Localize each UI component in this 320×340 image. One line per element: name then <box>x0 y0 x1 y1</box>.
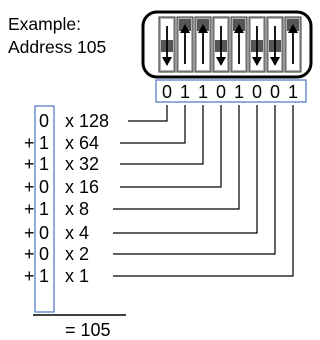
term-sign: + <box>24 133 35 153</box>
term-multiplier: x 1 <box>65 266 89 286</box>
term-multiplier: x 2 <box>65 244 89 264</box>
caption-line-1: Example: <box>8 14 81 34</box>
term-multiplier: x 32 <box>65 154 99 174</box>
dip-switch-slot <box>248 16 266 73</box>
arrow-up-icon <box>234 24 244 33</box>
term-multiplier: x 8 <box>65 199 89 219</box>
term-row: +1 x 64 <box>24 133 99 153</box>
connector-line <box>120 105 222 188</box>
dip-switch-slot <box>212 16 230 73</box>
arrow-down-icon <box>162 57 172 66</box>
binary-digit: 0 <box>162 82 172 102</box>
term-sign: + <box>24 154 35 174</box>
term-row: +0 x 16 <box>24 177 99 197</box>
term-row: +0 x 4 <box>24 223 89 243</box>
term-bit: 0 <box>39 223 49 243</box>
term-sign: + <box>24 199 35 219</box>
arrow-down-icon <box>270 57 280 66</box>
binary-digit: 0 <box>252 82 262 102</box>
arrow-up-icon <box>180 24 190 33</box>
connector-lines <box>113 105 294 277</box>
term-bit: 1 <box>39 199 49 219</box>
term-row: +0 x 2 <box>24 244 89 264</box>
connector-line <box>113 105 258 234</box>
term-row: +1 x 32 <box>24 154 99 174</box>
binary-digit: 1 <box>198 82 208 102</box>
binary-digit: 1 <box>288 82 298 102</box>
term-multiplier: x 16 <box>65 177 99 197</box>
connector-line <box>120 105 204 165</box>
arrow-down-icon <box>216 57 226 66</box>
dip-switch-slot <box>158 16 176 73</box>
bit-column-highlight <box>34 105 55 313</box>
dip-switch-slot <box>230 16 248 73</box>
dip-switch-slot <box>284 16 302 73</box>
connector-line <box>113 105 294 277</box>
term-multiplier: x 4 <box>65 223 89 243</box>
term-bit: 1 <box>39 133 49 153</box>
caption-line-2: Address 105 <box>8 37 106 57</box>
binary-digit: 1 <box>234 82 244 102</box>
connector-line <box>113 105 276 255</box>
dip-switch <box>141 10 313 79</box>
binary-digit: 1 <box>180 82 190 102</box>
term-sign: + <box>24 177 35 197</box>
term-bit: 1 <box>39 266 49 286</box>
term-multiplier: x 64 <box>65 133 99 153</box>
binary-digit: 0 <box>216 82 226 102</box>
term-bit: 0 <box>39 177 49 197</box>
term-sign: + <box>24 223 35 243</box>
dip-switch-slots <box>158 16 302 73</box>
dip-switch-slot <box>266 16 284 73</box>
dip-switch-slot <box>176 16 194 73</box>
arrow-down-icon <box>252 57 262 66</box>
term-multiplier: x 128 <box>65 111 109 131</box>
arrow-up-icon <box>198 24 208 33</box>
term-sign: + <box>24 244 35 264</box>
dip-switch-slot <box>194 16 212 73</box>
result-text: = 105 <box>65 320 111 340</box>
connector-line <box>128 105 168 122</box>
term-row: 0 x 128 <box>39 111 109 131</box>
term-bit: 0 <box>39 111 49 131</box>
term-row: +1 x 8 <box>24 199 89 219</box>
connector-line <box>113 105 240 210</box>
connector-line <box>120 105 186 144</box>
arrow-up-icon <box>288 24 298 33</box>
term-sign: + <box>24 266 35 286</box>
term-bit: 0 <box>39 244 49 264</box>
term-bit: 1 <box>39 154 49 174</box>
binary-digits-box <box>155 79 307 103</box>
term-row: +1 x 1 <box>24 266 89 286</box>
binary-digit: 0 <box>270 82 280 102</box>
